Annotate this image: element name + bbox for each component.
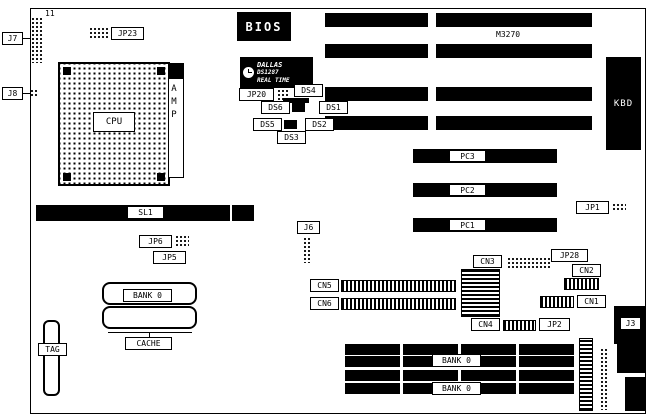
cache-bank-label: BANK 0 (123, 289, 172, 302)
tag-socket (43, 320, 60, 396)
cache-brace (108, 332, 192, 333)
j6-label: J6 (297, 221, 320, 234)
jp23-label: JP23 (111, 27, 144, 40)
cn3-label: CN3 (473, 255, 502, 268)
ds5-part (284, 120, 297, 129)
cn1-connector (540, 296, 574, 308)
j8-header (30, 89, 39, 98)
ds4-label: DS4 (294, 84, 323, 97)
isa-slot-segment (325, 87, 428, 101)
board-outline (30, 8, 646, 414)
sl1-slot-key (230, 205, 232, 221)
board-model-label: M3270 (496, 30, 521, 39)
simm-bank1-label: BANK 0 (432, 382, 481, 395)
bios-chip: BIOS (237, 12, 291, 41)
cn5-label: CN5 (310, 279, 339, 292)
rtc-chip: DALLAS DS1287 REAL TIME (240, 57, 313, 88)
j7-leader-line (22, 38, 31, 39)
cpu-socket: CPU (58, 62, 170, 186)
edge-connector (617, 344, 646, 373)
rtc-text: DALLAS DS1287 REAL TIME (257, 61, 290, 85)
edge-connector (625, 377, 646, 411)
socket-corner (63, 173, 71, 181)
cn3-cn4-connector (461, 269, 500, 317)
rtc-brand: DALLAS (257, 60, 283, 69)
cn2-connector (564, 278, 599, 290)
jp5-label: JP5 (153, 251, 186, 264)
cache-label: CACHE (125, 337, 172, 350)
simm-slot (345, 370, 575, 381)
sl1-label: SL1 (127, 206, 164, 219)
jp2-header (503, 320, 536, 331)
pc3-label: PC3 (449, 150, 486, 162)
ds1-label: DS1 (319, 101, 348, 114)
jp28-header (507, 257, 552, 269)
socket-corner (157, 173, 165, 181)
cn1-label: CN1 (577, 295, 606, 308)
ds4-part (283, 98, 309, 103)
cn6-connector (341, 298, 456, 310)
simm-bank0-label: BANK 0 (432, 354, 481, 367)
isa-slot-segment (436, 87, 592, 101)
jp1-header (612, 203, 626, 212)
ds3-label: DS3 (277, 131, 306, 144)
j8-leader-line (22, 93, 30, 94)
isa-slot-segment (325, 44, 428, 58)
isa-slot-segment (325, 116, 428, 130)
simm-slot (345, 344, 575, 355)
pc1-label: PC1 (449, 219, 486, 231)
rtc-type: REAL TIME (257, 76, 290, 84)
cn5-connector (341, 280, 456, 292)
isa-slot-segment (436, 13, 592, 27)
jp6-jp5-header (175, 235, 189, 247)
tag-label: TAG (38, 343, 67, 356)
cache-socket (102, 306, 197, 329)
jp2-label: JP2 (539, 318, 570, 331)
panel-header (600, 348, 609, 410)
amp-socket-label: AMP (168, 78, 184, 178)
jp28-label: JP28 (551, 249, 588, 262)
jp20-label: JP20 (239, 88, 274, 101)
j7-header (31, 17, 44, 63)
socket-corner (157, 67, 165, 75)
jp23-header (89, 27, 108, 39)
pc2-label: PC2 (449, 184, 486, 196)
amp-socket-cap (168, 63, 184, 78)
jp1-label: JP1 (576, 201, 609, 214)
isa-slot-segment (325, 13, 428, 27)
j7-label: J7 (2, 32, 23, 45)
pin1-label: 11 (45, 9, 55, 18)
jp20-header (277, 89, 290, 100)
clock-icon (243, 67, 254, 78)
keyboard-connector: KBD (606, 57, 641, 150)
j3-label: J3 (620, 317, 641, 330)
socket-corner (63, 67, 71, 75)
cache-brace-tick (149, 332, 150, 337)
ds2-label: DS2 (305, 118, 334, 131)
j6-header (303, 237, 312, 263)
ds6-label: DS6 (261, 101, 290, 114)
isa-slot-segment (436, 116, 592, 130)
cpu-label: CPU (93, 112, 135, 132)
rtc-part: DS1287 (257, 68, 279, 76)
ds6-part (292, 103, 305, 112)
cn4-label: CN4 (471, 318, 500, 331)
power-connector (579, 338, 593, 411)
jp6-label: JP6 (139, 235, 172, 248)
ds5-label: DS5 (253, 118, 282, 131)
cn2-label: CN2 (572, 264, 601, 277)
cn6-label: CN6 (310, 297, 339, 310)
j8-label: J8 (2, 87, 23, 100)
isa-slot-segment (436, 44, 592, 58)
